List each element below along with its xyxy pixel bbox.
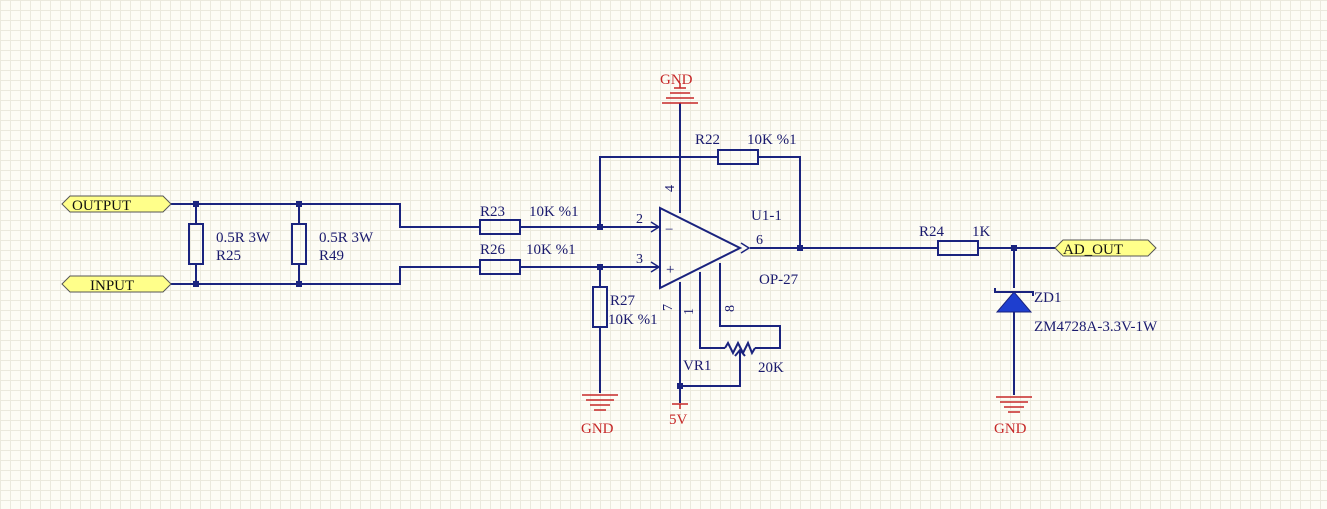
supply-5v-label: 5V [669,412,688,428]
junction-dot [677,383,683,389]
resistor-r24[interactable]: R24 1K [919,224,991,256]
r49-ref: R49 [319,248,344,264]
r27-value: 10K %1 [608,312,658,328]
r24-ref: R24 [919,224,945,240]
junction-dot [296,201,302,207]
resistor-r27[interactable]: R27 10K %1 [592,286,658,328]
junction-dot [193,281,199,287]
junction-dot [597,224,603,230]
gnd-zd1-label: GND [994,421,1027,437]
resistor-r26[interactable]: R26 10K %1 [479,242,576,275]
junctions [193,201,1017,389]
gnd-r27-label: GND [581,421,614,437]
junction-dot [1011,245,1017,251]
supply-5v-symbol: 5V [669,403,688,428]
port-ad-out[interactable]: AD_OUT [1054,239,1157,258]
potentiometer-vr1[interactable]: VR1 20K [683,340,784,376]
port-output-label: OUTPUT [72,198,131,214]
port-output[interactable]: OUTPUT [61,195,172,214]
wires [171,103,1055,403]
r23-ref: R23 [480,204,505,220]
pin-8-label: 8 [723,305,738,312]
junction-dot [797,245,803,251]
r25-ref: R25 [216,248,241,264]
pin-2-label: 2 [636,212,643,227]
junction-dot [296,281,302,287]
r49-value: 0.5R 3W [319,230,374,246]
gnd-top-label: GND [660,72,693,88]
zener-zd1[interactable]: ZD1 ZM4728A-3.3V-1W [994,288,1158,335]
pin-7-label: 7 [661,304,676,311]
pin-6-label: 6 [756,233,763,248]
resistor-r22[interactable]: R22 10K %1 [695,132,797,165]
r23-value: 10K %1 [529,204,579,220]
r22-ref: R22 [695,132,720,148]
gnd-r27-symbol: GND [581,394,618,437]
junction-dot [597,264,603,270]
resistor-r49[interactable]: 0.5R 3W R49 [291,223,374,265]
opamp-value: OP-27 [759,272,799,288]
opamp-u1[interactable]: − + 2 3 6 4 7 1 8 U1-1 OP-27 [636,185,799,315]
r27-ref: R27 [610,293,636,309]
port-input[interactable]: INPUT [61,275,172,294]
vr1-ref: VR1 [683,358,711,374]
zd1-value: ZM4728A-3.3V-1W [1034,319,1158,335]
r26-ref: R26 [480,242,506,258]
vr1-value: 20K [758,360,784,376]
opamp-plus-sign: + [666,262,674,278]
port-input-label: INPUT [90,278,134,294]
pin-4-label: 4 [663,185,678,192]
resistor-r25[interactable]: 0.5R 3W R25 [188,223,271,265]
r26-value: 10K %1 [526,242,576,258]
opamp-ref: U1-1 [751,208,782,224]
gnd-top-symbol: GND [660,72,698,104]
pin-3-label: 3 [636,252,643,267]
zd1-ref: ZD1 [1034,290,1062,306]
opamp-minus-sign: − [665,222,673,238]
pin-1-label: 1 [682,308,697,315]
junction-dot [193,201,199,207]
r25-value: 0.5R 3W [216,230,271,246]
r24-value: 1K [972,224,991,240]
resistor-r23[interactable]: R23 10K %1 [479,204,579,235]
r22-value: 10K %1 [747,132,797,148]
port-ad-out-label: AD_OUT [1063,242,1123,258]
gnd-zd1-symbol: GND [994,396,1032,437]
